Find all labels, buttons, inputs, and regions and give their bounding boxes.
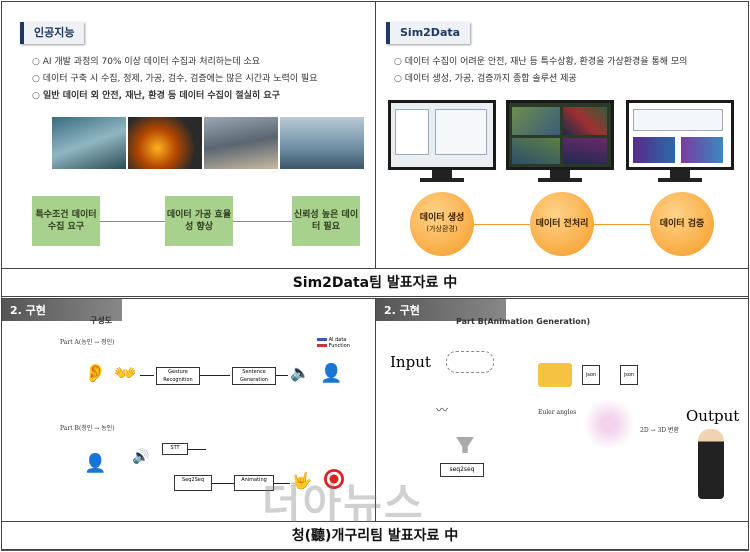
data-validation-circle: 데이터 검증: [650, 192, 714, 256]
requirement-box: 특수조건 데이터수집 요구: [32, 196, 100, 246]
gesture-box: Gesture Recognition: [156, 367, 200, 385]
photo-flood: [52, 117, 126, 169]
user-icon: 👤: [84, 453, 107, 474]
seq2seq-box: Seq2Seq: [174, 475, 212, 491]
sim2data-tab: Sim2Data: [386, 22, 471, 44]
folder-icon: [538, 363, 572, 387]
section-header-2: 2. 구현: [376, 299, 506, 321]
legend: AI data Function: [317, 337, 350, 349]
target-icon: [324, 469, 344, 489]
architecture-panel: 2. 구현 구성도 AI data Function Part A(농인 → 청…: [1, 298, 376, 522]
sim2data-bullets: 데이터 수집이 어려운 안전, 재난 등 특수상황, 환경을 가상환경을 통해 …: [394, 54, 746, 88]
animation-subtitle: Part B(Animation Generation): [456, 317, 591, 326]
speech-bubble-icon: [446, 351, 494, 373]
data-preprocess-circle: 데이터 전처리: [530, 192, 594, 256]
hand-output-icon: 🤟: [292, 471, 312, 490]
architecture-subtitle: 구성도: [90, 316, 113, 325]
seq2seq-node: seq2seq: [440, 463, 484, 477]
monitor-1: [388, 100, 496, 184]
sim2data-panel: Sim2Data 데이터 수집이 어려운 안전, 재난 등 특수상황, 환경을 …: [375, 1, 749, 269]
waveform-icon: 〰: [436, 403, 449, 417]
input-label: Input: [390, 353, 431, 371]
ai-bullet: 일반 데이터 외 안전, 재난, 환경 등 데이터 수집이 절실히 요구: [32, 88, 372, 105]
caption-top: Sim2Data팀 발표자료 中: [1, 269, 749, 297]
animation-panel: 2. 구현 Part B(Animation Generation) Input…: [375, 298, 749, 522]
euler-label: Euler angles: [538, 409, 577, 416]
photo-collapse: [204, 117, 278, 169]
ai-bullet: AI 개발 과정의 70% 이상 데이터 수집과 처리하는데 소요: [32, 54, 372, 71]
efficiency-box: 데이터 가공 효율성 향상: [165, 196, 233, 246]
json-file-2: json: [620, 365, 638, 385]
funnel-icon: [456, 437, 474, 453]
photo-ship: [280, 117, 364, 169]
animating-box: Animating: [234, 475, 274, 491]
section-header: 2. 구현: [2, 299, 122, 321]
watermark: 더아뉴스: [262, 479, 425, 528]
part-a-label: Part A(농인 → 청인): [60, 339, 115, 346]
ai-bullets: AI 개발 과정의 70% 이상 데이터 수집과 처리하는데 소요 데이터 구축…: [32, 54, 372, 105]
person-icon: 👤: [320, 363, 343, 384]
mic-icon: 🔊: [132, 449, 150, 465]
monitor-2: [506, 100, 614, 184]
speaker-icon: 🔈: [290, 363, 310, 382]
monitor-3: [626, 100, 734, 184]
keypoint-graph: [582, 399, 636, 449]
hand-icon: 👐: [114, 363, 137, 384]
ai-panel: 인공지능 AI 개발 과정의 70% 이상 데이터 수집과 처리하는데 소요 데…: [1, 1, 376, 269]
sim2data-bullet: 데이터 생성, 가공, 검증까지 종합 솔루션 제공: [394, 71, 746, 88]
avatar-figure: [698, 429, 724, 499]
data-generation-circle: 데이터 생성 (가상환경): [410, 192, 474, 256]
photo-fire: [128, 117, 202, 169]
output-label: Output: [686, 407, 740, 425]
sim2data-bullet: 데이터 수집이 어려운 안전, 재난 등 특수상황, 환경을 가상환경을 통해 …: [394, 54, 746, 71]
json-file-1: json: [582, 365, 600, 385]
part-b-label: Part B(청인 → 농인): [60, 425, 115, 432]
ear-icon: 👂: [84, 363, 107, 384]
disaster-photos: [52, 117, 364, 169]
stt-box: STT: [162, 443, 188, 455]
conversion-label: 2D → 3D 변환: [640, 427, 680, 434]
ai-tab: 인공지능: [20, 22, 85, 44]
ai-bullet: 데이터 구축 시 수집, 정제, 가공, 검수, 검증에는 많은 시간과 노력이…: [32, 71, 372, 88]
caption-bottom: 청(聽)개구리팀 발표자료 中: [1, 522, 749, 550]
sentence-box: Sentence Generation: [232, 367, 276, 385]
reliability-box: 신뢰성 높은 데이터 필요: [292, 196, 360, 246]
